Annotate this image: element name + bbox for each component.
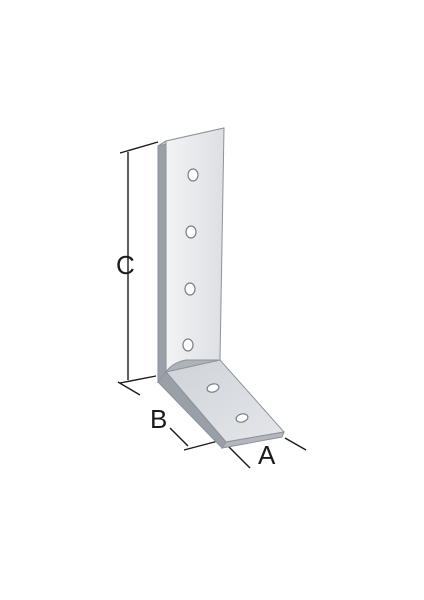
screw-hole <box>185 225 197 239</box>
horizontal-leg-holes <box>206 383 249 423</box>
screw-hole <box>235 413 249 423</box>
screw-hole <box>184 282 196 296</box>
bracket-horizontal-leg <box>156 359 285 449</box>
screw-hole <box>182 338 194 352</box>
dimension-label-a: A <box>258 440 276 470</box>
screw-hole <box>187 168 199 182</box>
dimension-label-b: B <box>150 404 168 434</box>
vertical-leg-holes <box>182 168 199 352</box>
screw-hole <box>206 383 220 393</box>
dimension-a <box>227 437 307 469</box>
dimension-c <box>119 141 159 384</box>
dimension-label-c: C <box>116 250 135 280</box>
